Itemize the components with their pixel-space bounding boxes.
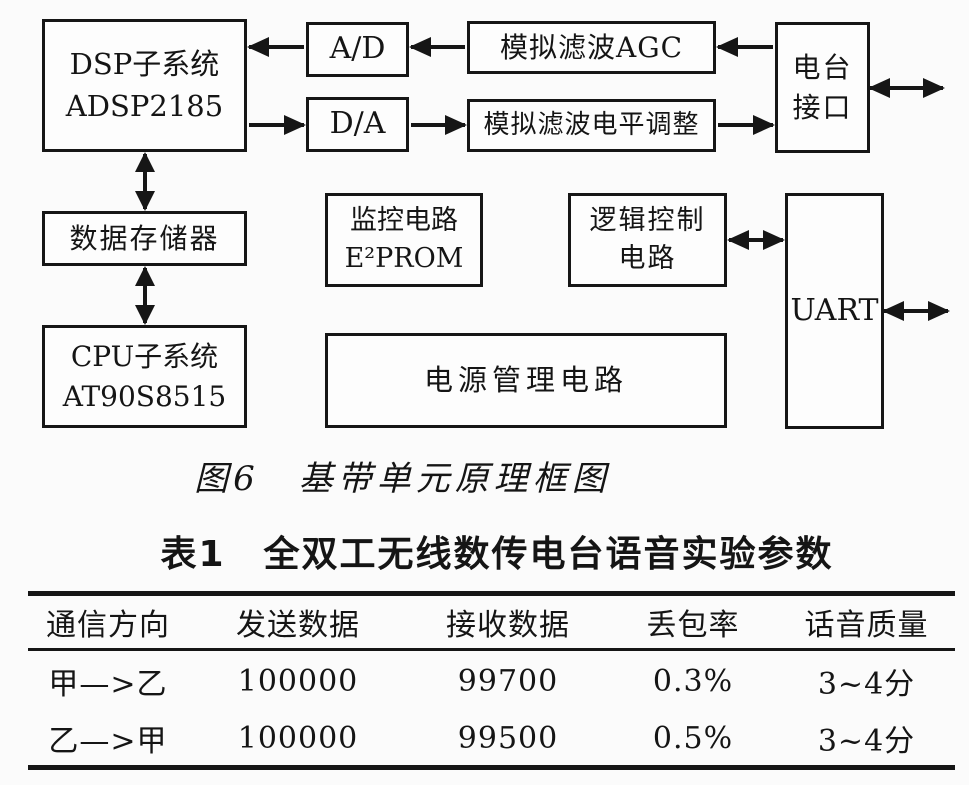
block-monitor-eeprom: 监控电路 E²PROM [325,193,483,287]
experiment-parameters-table: 通信方向 发送数据 接收数据 丢包率 话音质量 甲—>乙 100000 9970… [28,591,955,770]
column-header: 接收数据 [446,608,570,643]
arrow-da-to-level-icon [409,115,467,135]
block-label: 监控电路 [350,204,458,236]
arrow-ad-to-dsp-icon [247,37,306,57]
block-uart: UART [785,193,884,429]
block-label: 模拟滤波电平调整 [483,110,700,141]
arrow-dsp-to-da-icon [247,115,306,135]
block-label: 电路 [618,243,677,274]
column-header: 通信方向 [46,608,170,643]
block-radio-interface: 电台 接口 [775,22,870,153]
column-header: 发送数据 [236,608,360,643]
block-label: E²PROM [344,243,464,274]
block-dsp-subsystem: DSP子系统 ADSP2185 [42,19,247,152]
table-row: 乙—>甲 100000 99500 0.5% 3~4分 [28,712,955,768]
table-cell: 3~4分 [817,667,916,703]
arrow-level-to-radio-icon [716,115,775,135]
arrow-uart-external-bidirectional-icon [882,301,950,321]
block-label: UART [790,292,879,328]
block-label: D/A [329,106,386,142]
arrow-dsp-memory-bidirectional-icon [135,152,155,211]
arrow-radio-external-bidirectional-icon [868,78,945,98]
block-label: 模拟滤波AGC [499,30,683,64]
table-header-row: 通信方向 发送数据 接收数据 丢包率 话音质量 [28,594,955,650]
block-label: 电源管理电路 [423,362,628,397]
table-cell: 100000 [237,663,359,699]
block-label: A/D [329,31,386,67]
arrow-logic-uart-bidirectional-icon [727,230,785,250]
table-row: 甲—>乙 100000 99700 0.3% 3~4分 [28,650,955,712]
column-header: 丢包率 [646,608,740,643]
table-cell: 0.3% [652,663,734,699]
block-power-management: 电源管理电路 [325,333,727,428]
table-title: 表1 全双工无线数传电台语音实验参数 [160,534,834,575]
block-analog-filter-level-adjust: 模拟滤波电平调整 [467,99,716,152]
column-header: 话音质量 [804,608,929,643]
table-cell: 99700 [457,663,559,699]
arrow-radio-to-agc-icon [716,37,775,57]
table-cell: 甲—>乙 [48,667,168,703]
block-label: ADSP2185 [65,88,224,123]
block-label: 电台 [792,50,853,84]
block-label: CPU子系统 [70,339,219,373]
block-analog-filter-agc: 模拟滤波AGC [467,21,716,74]
block-label: 数据存储器 [69,221,220,255]
table-cell: 乙—>甲 [48,724,168,760]
block-label: 接口 [792,90,853,124]
block-data-memory: 数据存储器 [42,211,247,266]
table-cell: 99500 [457,720,559,756]
block-logic-control: 逻辑控制 电路 [568,193,727,287]
block-ad-converter: A/D [306,22,409,77]
figure-caption: 图6 基带单元原理框图 [194,459,611,499]
arrow-agc-to-ad-icon [409,37,467,57]
table-cell: 3~4分 [817,724,916,760]
block-label: DSP子系统 [69,47,220,82]
arrow-memory-cpu-bidirectional-icon [135,266,155,325]
table-cell: 0.5% [652,720,734,756]
block-da-converter: D/A [306,97,409,152]
block-cpu-subsystem: CPU子系统 AT90S8515 [42,325,247,428]
block-label: AT90S8515 [62,379,227,413]
table-cell: 100000 [237,720,359,756]
block-label: 逻辑控制 [589,204,706,236]
